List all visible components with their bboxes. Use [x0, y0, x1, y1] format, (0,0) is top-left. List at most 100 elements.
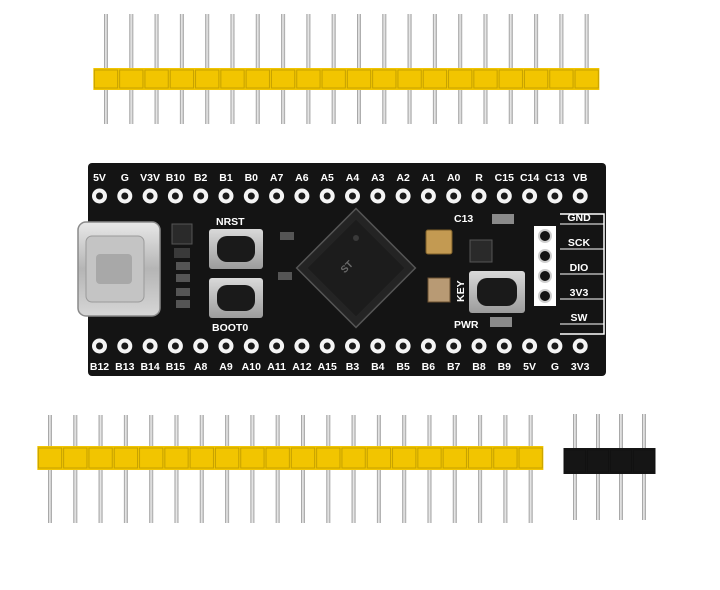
smd-components — [171, 214, 514, 327]
pin-hole — [298, 192, 306, 200]
pin-hole — [197, 342, 205, 350]
pin-hole — [222, 192, 230, 200]
bottom-pin-label: A11 — [267, 361, 286, 373]
bottom-pin-label: A15 — [318, 361, 337, 373]
bottom-pin-label: B8 — [472, 361, 486, 373]
pin-hole — [475, 192, 483, 200]
header-segment — [189, 447, 214, 469]
key-button — [469, 271, 525, 313]
top-pin-label: V3V — [140, 172, 160, 184]
header-segment — [366, 447, 392, 469]
header-segment — [417, 447, 442, 469]
pin-hole — [96, 192, 103, 200]
header-segment — [220, 69, 245, 89]
header-segment — [164, 447, 189, 469]
pin-hole — [526, 192, 534, 200]
pin-hole — [323, 192, 331, 200]
bottom-pin-label: G — [551, 361, 559, 373]
pin-hole — [551, 342, 559, 350]
top-pin-pads — [92, 188, 588, 204]
bottom-pin-header — [37, 415, 544, 523]
bottom-pin-label: B5 — [396, 361, 410, 373]
boot0-button — [209, 278, 263, 318]
top-pin-header — [93, 14, 600, 124]
top-pin-label: B10 — [166, 172, 185, 184]
bottom-pin-label: A8 — [194, 361, 208, 373]
swd-label: DIO — [570, 262, 589, 274]
header-segment — [37, 447, 63, 469]
top-pin-label: A1 — [422, 172, 436, 184]
header-segment — [245, 69, 270, 89]
pin-hole — [349, 342, 356, 350]
header-segment — [448, 69, 473, 89]
top-pin-label: A6 — [295, 172, 309, 184]
pin-hole — [526, 342, 534, 350]
top-pin-label: A0 — [447, 172, 461, 184]
header-segment — [214, 447, 240, 469]
c13-label: C13 — [454, 213, 473, 225]
pin-hole — [576, 342, 584, 350]
header-segment — [372, 69, 397, 89]
pin-hole — [171, 192, 179, 200]
pin-hole — [500, 342, 508, 350]
top-pin-label: A7 — [270, 172, 284, 184]
header-segment — [549, 69, 574, 89]
nrst-label: NRST — [216, 216, 245, 228]
header-segment — [341, 447, 366, 469]
top-pin-label: A4 — [346, 172, 360, 184]
pin-hole — [424, 192, 432, 200]
bottom-pin-label: 3V3 — [571, 361, 590, 373]
key-label: KEY — [455, 280, 467, 302]
pin-hole — [247, 342, 255, 350]
swd-label: SW — [571, 312, 588, 324]
bottom-pin-label: B4 — [371, 361, 385, 373]
header-segment — [63, 447, 88, 469]
bottom-pin-label: B13 — [115, 361, 134, 373]
top-pin-label: B0 — [245, 172, 259, 184]
pin-hole — [247, 192, 255, 200]
bottom-pin-label: B3 — [346, 361, 360, 373]
pin-hole — [96, 342, 103, 350]
header-segment — [610, 449, 632, 473]
header-segment — [93, 69, 119, 89]
header-segment — [321, 69, 346, 89]
pin-hole — [222, 342, 230, 350]
pin-hole — [197, 192, 205, 200]
bottom-pin-label: A9 — [219, 361, 233, 373]
pin-hole — [374, 342, 382, 350]
header-segment — [346, 69, 372, 89]
bottom-pin-pads — [92, 338, 588, 354]
bottom-pin-label: A10 — [242, 361, 261, 373]
pin-hole — [146, 192, 154, 200]
nrst-button — [209, 229, 263, 269]
pin-hole — [273, 342, 281, 350]
pin-hole — [475, 342, 483, 350]
bottom-pin-label: B6 — [422, 361, 436, 373]
header-segment — [265, 447, 290, 469]
header-segment — [467, 447, 493, 469]
bottom-pin-label: B14 — [140, 361, 159, 373]
bottom-pin-label: B15 — [166, 361, 185, 373]
pin-hole — [450, 342, 458, 350]
header-segment — [316, 447, 341, 469]
pin-hole — [298, 342, 306, 350]
pin-hole — [399, 342, 407, 350]
top-pin-label: C13 — [545, 172, 564, 184]
top-pin-label: R — [475, 172, 483, 184]
top-pin-label: A2 — [396, 172, 410, 184]
header-segment — [195, 69, 220, 89]
swd-header-area — [534, 213, 605, 335]
bottom-pin-label: B9 — [498, 361, 512, 373]
mcu-chip: ST — [295, 207, 417, 329]
header-segment — [587, 449, 609, 473]
header-plastic — [37, 446, 544, 470]
pin-hole — [374, 192, 382, 200]
pin-hole — [121, 192, 129, 200]
header-segment — [270, 69, 296, 89]
header-segment — [518, 447, 543, 469]
top-pin-label: G — [121, 172, 129, 184]
header-segment — [523, 69, 549, 89]
header-segment — [290, 447, 316, 469]
